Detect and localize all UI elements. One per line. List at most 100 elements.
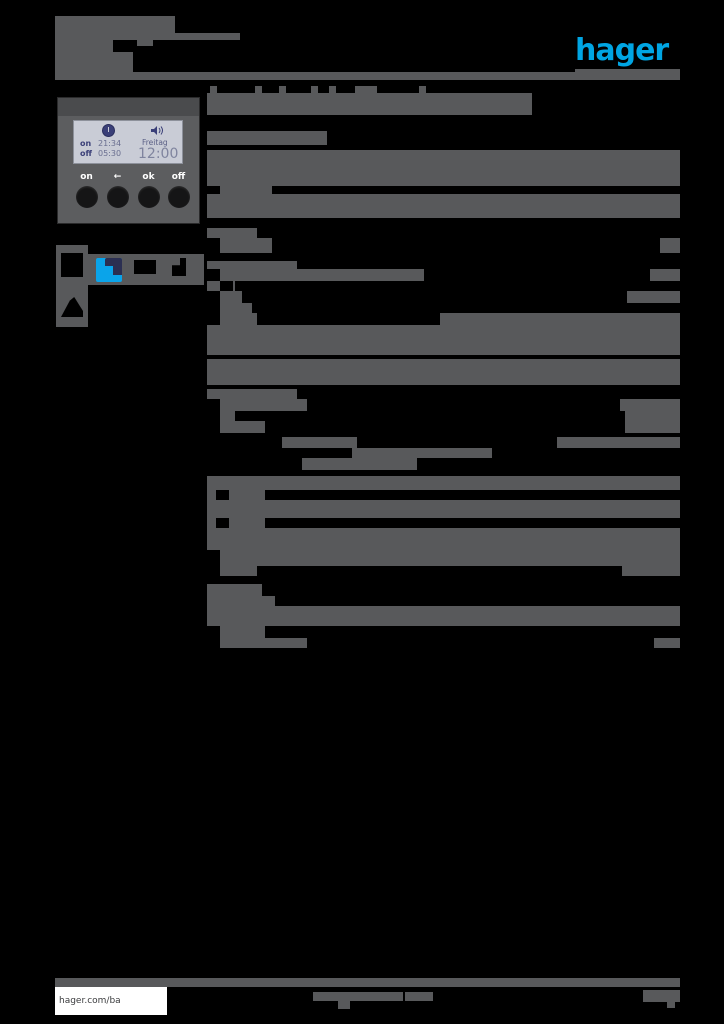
redacted-line [207, 238, 680, 253]
redacted-paragraph [207, 606, 680, 626]
redacted-line [207, 566, 680, 576]
line-cut [216, 490, 229, 500]
line-cut [207, 421, 220, 433]
line-cut [265, 490, 680, 500]
content-gap [207, 145, 680, 150]
redacted-line [207, 291, 680, 303]
content-gap [207, 253, 680, 261]
section-2 [207, 261, 680, 389]
line-cut [307, 638, 654, 648]
line-cut [207, 437, 282, 448]
lcd-off-time: 05:30 [98, 149, 122, 158]
device-on-button: on [74, 172, 99, 208]
line-cut [207, 291, 220, 303]
redacted-line [207, 626, 680, 638]
content-gap [207, 470, 680, 476]
sound-icon [150, 125, 164, 136]
line-cut [262, 584, 680, 596]
redacted-paragraph [207, 359, 680, 385]
footer-url[interactable]: hager.com/ba [55, 987, 167, 1015]
redacted-paragraph [207, 325, 680, 355]
line-cut [207, 566, 220, 576]
clock-icon [102, 124, 115, 137]
line-cut [297, 261, 680, 269]
redacted-line [207, 558, 680, 566]
device-ok-button-dot [137, 186, 160, 208]
line-cut [216, 518, 229, 528]
line-cut [265, 626, 680, 638]
content-gap [207, 648, 680, 651]
section-3 [207, 389, 680, 476]
energy-icon [134, 260, 156, 274]
line-cut [207, 638, 220, 648]
content-sections [207, 145, 680, 651]
redacted-line [207, 596, 680, 606]
line-cut [207, 558, 220, 566]
redacted-line [207, 421, 680, 433]
line-cut [275, 596, 680, 606]
device-back-button: ← [105, 172, 130, 208]
line-cut [417, 458, 680, 470]
line-cut [307, 399, 620, 411]
device-on-button-label: on [80, 172, 93, 182]
redacted-line [207, 458, 680, 470]
line-cut [265, 518, 680, 528]
content-gap [207, 385, 680, 389]
line-cut [207, 411, 220, 421]
line-cut [272, 238, 660, 253]
redacted-line [207, 269, 680, 281]
page-footer: hager.com/ba [55, 978, 680, 1018]
section-4 [207, 476, 680, 584]
line-cut [207, 458, 302, 470]
redacted-line [207, 313, 680, 325]
redacted-line [207, 281, 680, 291]
page-title-ticks [207, 86, 680, 93]
main-content [207, 86, 680, 651]
redacted-line [207, 411, 680, 421]
page-header: hager [55, 14, 680, 80]
device-button-row: on ← ok off [70, 172, 190, 216]
line-cut [242, 291, 627, 303]
device-on-button-dot [75, 186, 98, 208]
redacted-line [207, 389, 680, 399]
icon-strip [56, 240, 204, 332]
line-cut [207, 550, 220, 558]
device-off-button-label: off [171, 172, 186, 182]
footer-rule [55, 978, 680, 987]
hager-logo-text: hager [575, 33, 669, 68]
line-cut [207, 626, 220, 638]
mounting-box-icon [56, 245, 88, 285]
line-cut [257, 313, 440, 325]
header-rule [55, 72, 680, 80]
footer-center-bar-1 [313, 992, 403, 1001]
footer-page-number [643, 990, 680, 1002]
line-cut [235, 281, 680, 291]
line-cut [207, 186, 220, 194]
line-cut [207, 399, 220, 411]
footer-center-bar-3 [338, 1001, 350, 1009]
content-gap [207, 218, 680, 228]
line-cut [257, 228, 680, 238]
line-cut [235, 411, 625, 421]
content-gap [207, 433, 680, 437]
lcd-weekday: Freitag [142, 138, 168, 147]
certification-icon [96, 258, 122, 282]
redacted-line [207, 490, 680, 500]
device-ok-button-label: ok [142, 172, 155, 182]
redacted-line [207, 448, 680, 458]
line-cut [207, 238, 220, 253]
page-subtitle [207, 131, 327, 145]
lcd-on-time: 21:34 [98, 139, 122, 148]
section-5 [207, 584, 680, 651]
line-cut [424, 269, 650, 281]
hager-logo: hager [575, 36, 680, 66]
line-cut [265, 421, 625, 433]
redacted-line [207, 437, 680, 448]
device-ok-button: ok [136, 172, 161, 208]
line-cut [207, 269, 220, 281]
device-back-button-dot [106, 186, 129, 208]
product-photo: on off 21:34 05:30 Freitag 12:00 on ← ok… [57, 97, 200, 224]
line-cut [257, 566, 622, 576]
header-line-1 [55, 16, 175, 33]
